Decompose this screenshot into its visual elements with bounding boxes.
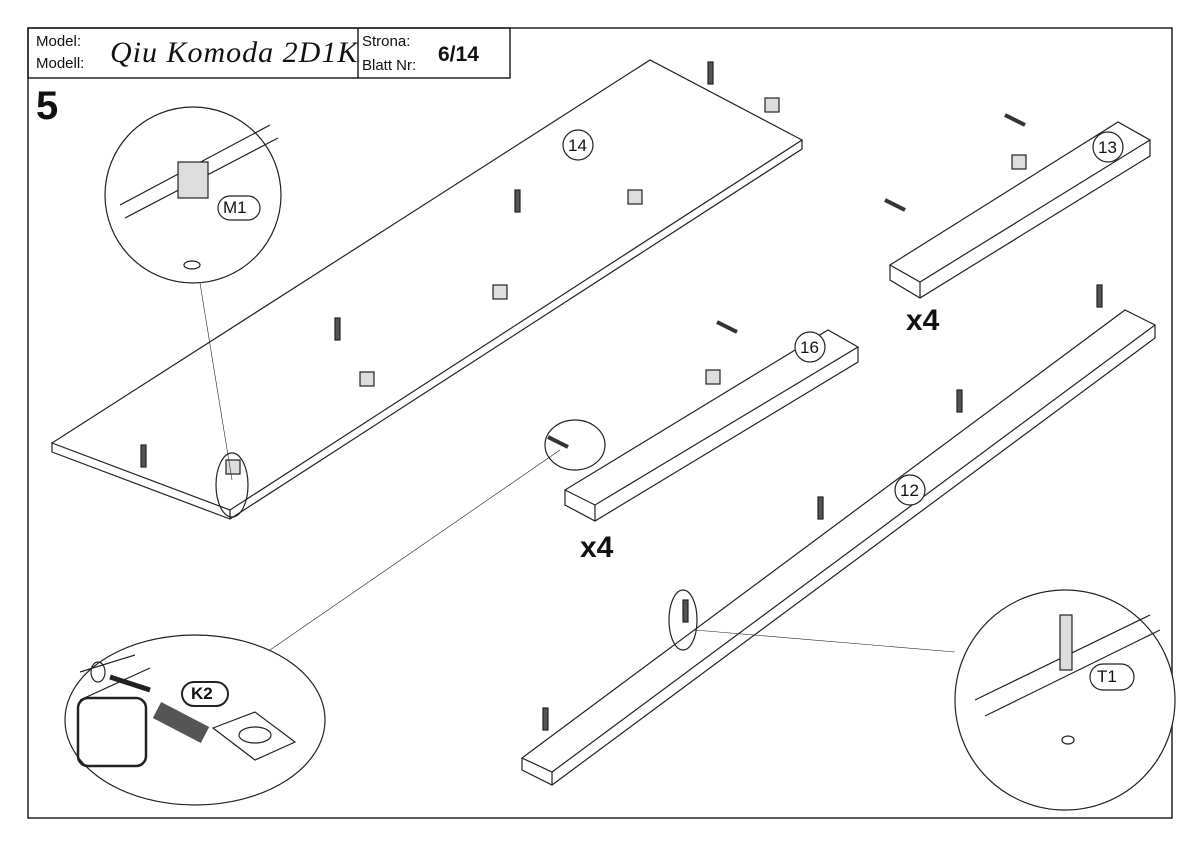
cam-locks [225, 97, 1027, 475]
hardware-label-t1: T1 [1097, 667, 1117, 686]
page-label-de: Blatt Nr: [362, 57, 417, 74]
part-label-13: 13 [1098, 138, 1117, 157]
cam-bolts [140, 61, 1103, 731]
model-name: Qiu Komoda 2D1K [110, 36, 359, 69]
model-label-pl: Model: [36, 33, 82, 50]
panel-12-drawing [520, 309, 1157, 786]
step-number: 5 [36, 84, 59, 128]
detail-t1-callout [668, 589, 1176, 811]
panel-14-drawing [50, 59, 804, 520]
page-frame [27, 27, 1173, 819]
part-label-16: 16 [800, 338, 819, 357]
dowels [547, 113, 1026, 449]
quantity-panel-13: x4 [906, 304, 940, 337]
part-label-14: 14 [568, 136, 587, 155]
quantity-panel-16: x4 [580, 531, 614, 564]
hardware-label-k2: K2 [191, 684, 213, 703]
page-number: 6/14 [438, 43, 479, 66]
detail-k2-callout [64, 419, 606, 806]
model-label-de: Modell: [36, 55, 85, 72]
page-label-pl: Strona: [362, 33, 411, 50]
detail-m1-callout [104, 106, 282, 518]
hardware-label-m1: M1 [223, 198, 247, 217]
part-number-circles [181, 129, 1135, 707]
header-box [27, 27, 511, 79]
part-label-12: 12 [900, 481, 919, 500]
panel-16-drawing [563, 329, 860, 522]
panel-13-drawing [888, 121, 1152, 299]
